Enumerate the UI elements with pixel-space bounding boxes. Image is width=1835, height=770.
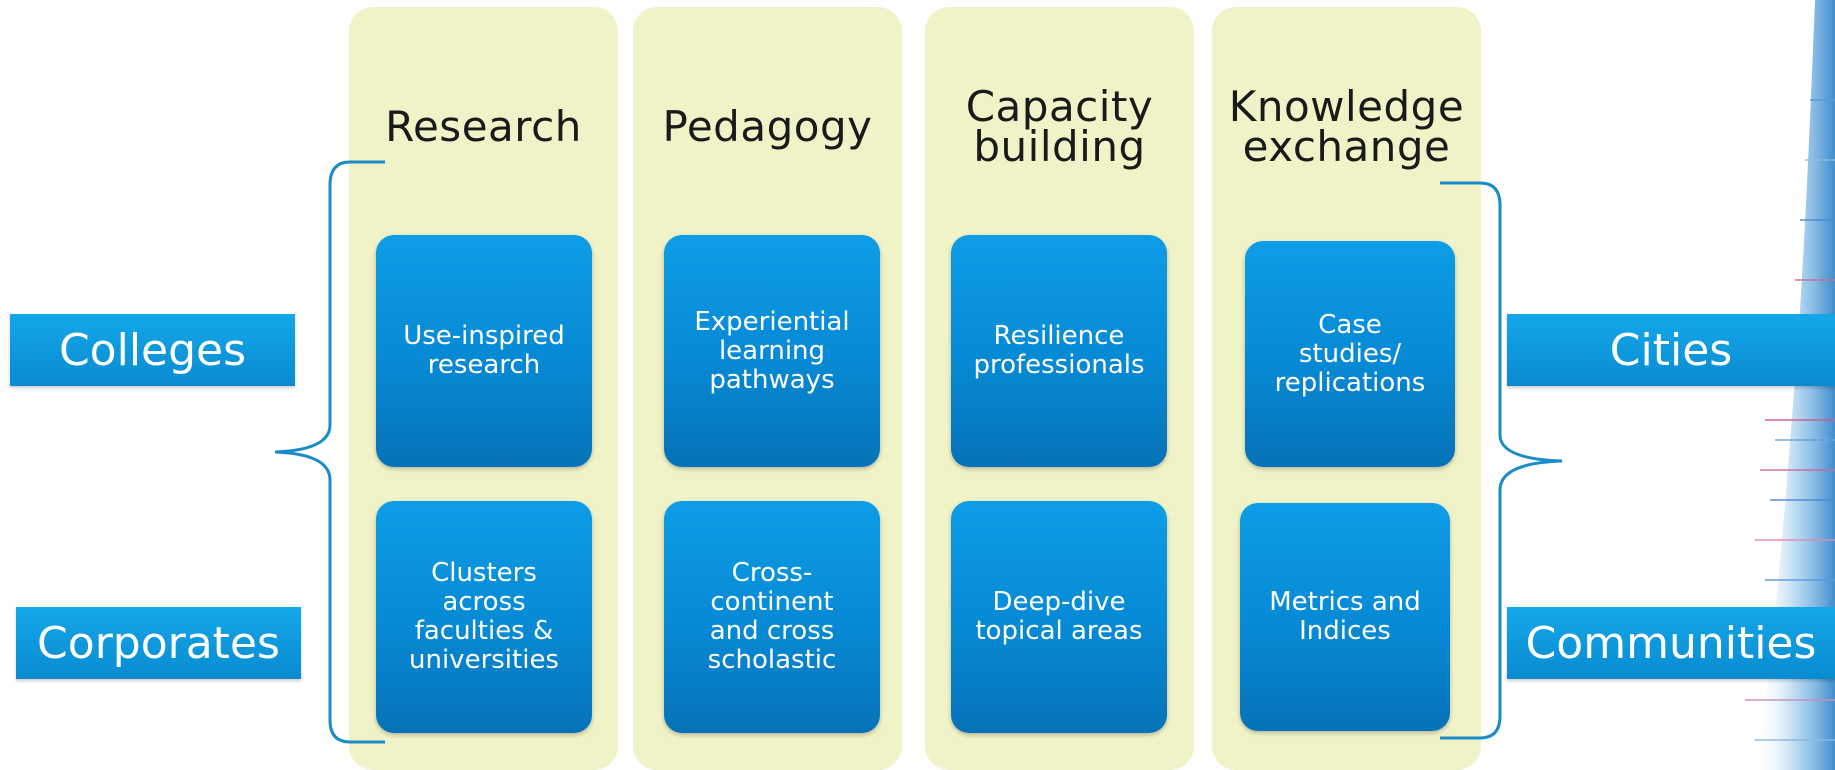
item-box: Use-inspired research — [376, 235, 592, 467]
item-box: Metrics and Indices — [1240, 503, 1450, 731]
label-corporates: Corporates — [16, 607, 301, 679]
column-capacity-building: Capacity building Resilience professiona… — [925, 7, 1194, 770]
item-box: Resilience professionals — [951, 235, 1167, 467]
item-box: Experiential learning pathways — [664, 235, 880, 467]
item-box: Deep-dive topical areas — [951, 501, 1167, 733]
item-box: Clusters across faculties & universities — [376, 501, 592, 733]
column-title: Knowledge exchange — [1228, 82, 1465, 171]
column-title: Capacity building — [965, 82, 1154, 171]
item-box: Case studies/ replications — [1245, 241, 1455, 467]
column-title: Research — [385, 102, 582, 151]
column-title: Pedagogy — [662, 102, 873, 151]
column-pedagogy: Pedagogy Experiential learning pathways … — [633, 7, 902, 770]
column-knowledge-exchange: Knowledge exchange Case studies/ replica… — [1212, 7, 1481, 770]
item-box: Cross- continent and cross scholastic — [664, 501, 880, 733]
label-cities: Cities — [1507, 314, 1835, 386]
column-research: Research Use-inspired research Clusters … — [349, 7, 618, 770]
label-colleges: Colleges — [10, 314, 295, 386]
label-communities: Communities — [1507, 607, 1835, 679]
